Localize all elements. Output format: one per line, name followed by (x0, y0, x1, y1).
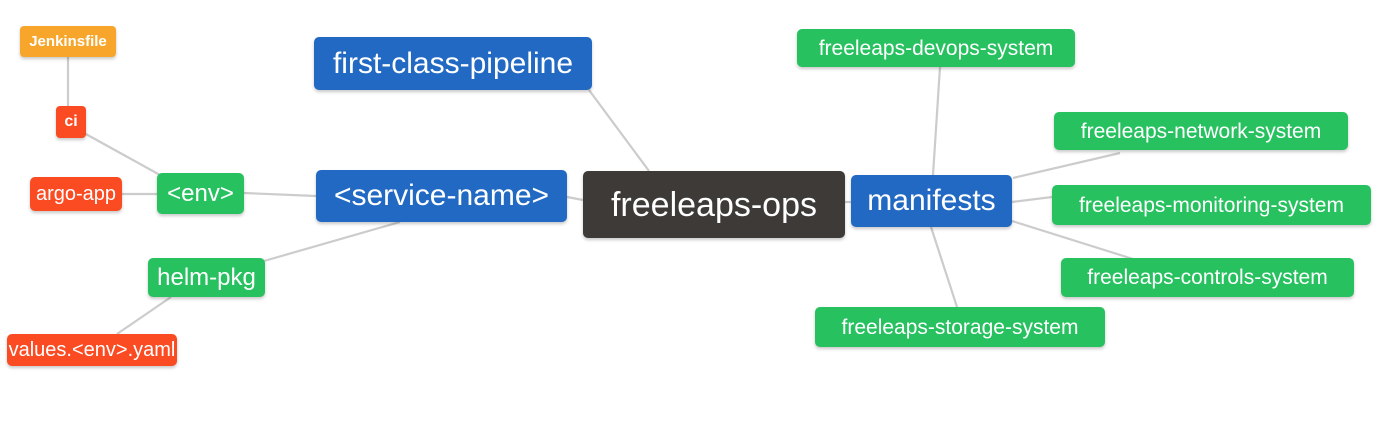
node-freeleaps-monitoring-system[interactable]: freeleaps-monitoring-system (1052, 185, 1371, 225)
edge-service-name-helm-pkg (263, 220, 401, 263)
node-argo-app[interactable]: argo-app (30, 177, 122, 211)
node-helm-pkg[interactable]: helm-pkg (148, 258, 265, 297)
edge-manifests-storage-system (929, 226, 959, 308)
node-env[interactable]: <env> (157, 173, 244, 214)
edge-manifests-devops-system (931, 66, 942, 176)
node-manifests[interactable]: manifests (851, 175, 1012, 227)
edge-manifests-network-system (1012, 151, 1121, 180)
edge-ci-env (83, 132, 161, 176)
node-ci[interactable]: ci (56, 106, 86, 138)
edge-helm-pkg-values-env-yaml (116, 296, 172, 335)
node-freeleaps-devops-system[interactable]: freeleaps-devops-system (797, 29, 1075, 67)
node-jenkinsfile[interactable]: Jenkinsfile (20, 26, 116, 57)
node-freeleaps-ops[interactable]: freeleaps-ops (583, 171, 845, 238)
edge-service-name-freeleaps-ops (566, 195, 584, 202)
node-freeleaps-storage-system[interactable]: freeleaps-storage-system (815, 307, 1105, 347)
node-freeleaps-network-system[interactable]: freeleaps-network-system (1054, 112, 1348, 150)
node-service-name[interactable]: <service-name> (316, 170, 567, 222)
node-values-env-yaml[interactable]: values.<env>.yaml (7, 334, 177, 366)
edge-manifests-controls-system (1011, 219, 1134, 261)
edge-first-class-pipeline-freeleaps-ops (588, 89, 650, 172)
edge-manifests-monitoring-system (1011, 195, 1053, 204)
edge-env-service-name (243, 191, 317, 198)
node-first-class-pipeline[interactable]: first-class-pipeline (314, 37, 592, 90)
node-freeleaps-controls-system[interactable]: freeleaps-controls-system (1061, 258, 1354, 297)
